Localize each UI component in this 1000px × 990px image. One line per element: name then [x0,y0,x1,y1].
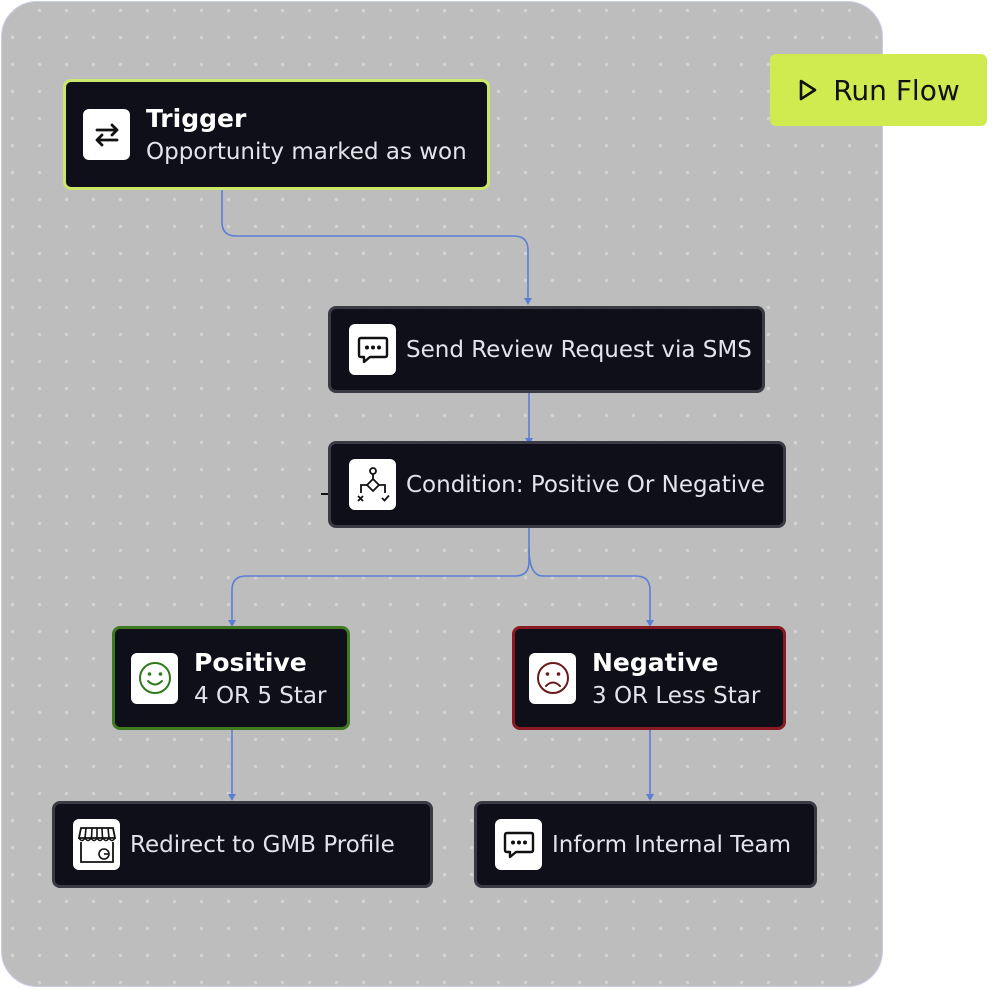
inform-team-label: Inform Internal Team [552,831,792,858]
redirect-gmb-node[interactable]: Redirect to GMB Profile [52,801,433,888]
condition-label: Condition: Positive Or Negative [406,471,765,498]
swap-arrows-icon [83,109,130,160]
trigger-text: Trigger Opportunity marked as won [146,104,467,165]
condition-node[interactable]: Condition: Positive Or Negative [328,441,786,528]
send-sms-label: Send Review Request via SMS [406,336,752,363]
play-icon [799,79,817,101]
sad-face-icon [529,652,576,704]
branch-icon [349,459,396,510]
trigger-node[interactable]: Trigger Opportunity marked as won [63,79,490,190]
inform-team-node[interactable]: Inform Internal Team [474,801,817,888]
positive-node[interactable]: Positive 4 OR 5 Star [112,626,350,730]
storefront-icon [73,819,120,870]
chat-bubble-icon [349,324,396,375]
negative-subtitle: 3 OR Less Star [592,682,761,709]
negative-text: Negative 3 OR Less Star [592,648,760,709]
trigger-subtitle: Opportunity marked as won [146,139,467,165]
smiley-icon [131,652,178,704]
positive-subtitle: 4 OR 5 Star [194,682,327,709]
positive-text: Positive 4 OR 5 Star [194,648,326,709]
trigger-title: Trigger [146,104,247,133]
chat-bubble-icon [495,819,542,870]
redirect-gmb-label: Redirect to GMB Profile [130,831,395,858]
positive-title: Positive [194,647,307,677]
send-sms-node[interactable]: Send Review Request via SMS [328,306,765,393]
negative-node[interactable]: Negative 3 OR Less Star [512,626,786,730]
negative-title: Negative [592,647,719,677]
run-flow-label: Run Flow [833,73,960,107]
run-flow-button[interactable]: Run Flow [770,54,987,126]
